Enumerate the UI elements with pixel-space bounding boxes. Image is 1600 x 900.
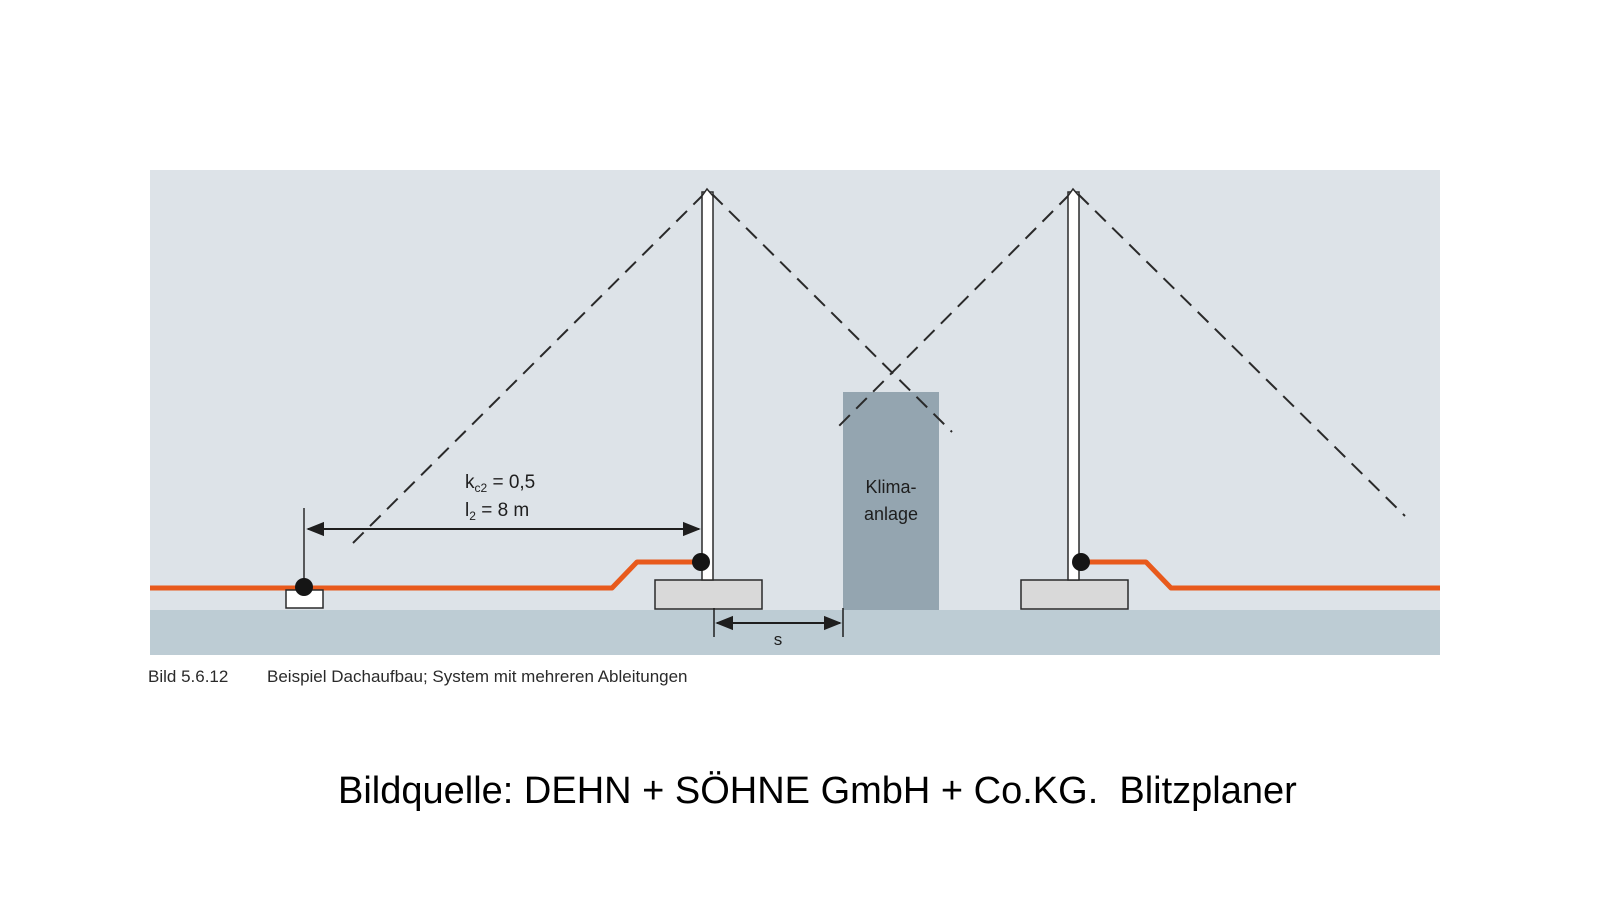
protection-line-right-rod-left — [835, 193, 1071, 430]
roof-surface — [150, 610, 1440, 655]
left-rod — [701, 191, 714, 581]
separation-label: s — [774, 630, 783, 649]
ac-unit-label-line2: anlage — [864, 504, 918, 524]
right-rod-base — [1020, 579, 1129, 610]
connection-point-left-support — [295, 578, 313, 596]
connection-point-left-rod — [692, 553, 710, 571]
protection-angle-lines — [352, 193, 1406, 544]
ac-unit — [843, 392, 939, 610]
coefficient-label: kc2 = 0,5 — [465, 472, 535, 495]
down-conductors — [150, 559, 1440, 591]
conductor-right — [1082, 559, 1440, 591]
left-rod-tip — [701, 187, 714, 197]
figure-caption-text: Beispiel Dachaufbau; System mit mehreren… — [267, 667, 688, 686]
protection-line-right-rod-right — [1077, 193, 1406, 517]
figure-number: Bild 5.6.12 — [148, 667, 229, 686]
figure-caption: Bild 5.6.12 Beispiel Dachaufbau; System m… — [148, 667, 688, 687]
left-rod-base — [654, 579, 763, 610]
length-label: l2 = 8 m — [465, 500, 529, 523]
protection-line-left-rod-left — [352, 193, 705, 544]
right-rod — [1067, 191, 1080, 581]
diagram-background — [150, 170, 1440, 655]
image-source-credit: Bildquelle: DEHN + SÖHNE GmbH + Co.KG. B… — [338, 770, 1297, 812]
right-rod-tip — [1067, 187, 1080, 197]
ac-unit-label-line1: Klima- — [865, 477, 916, 497]
conductor-left — [150, 559, 702, 591]
protection-line-left-rod-right — [711, 193, 953, 433]
connection-point-right-rod — [1072, 553, 1090, 571]
